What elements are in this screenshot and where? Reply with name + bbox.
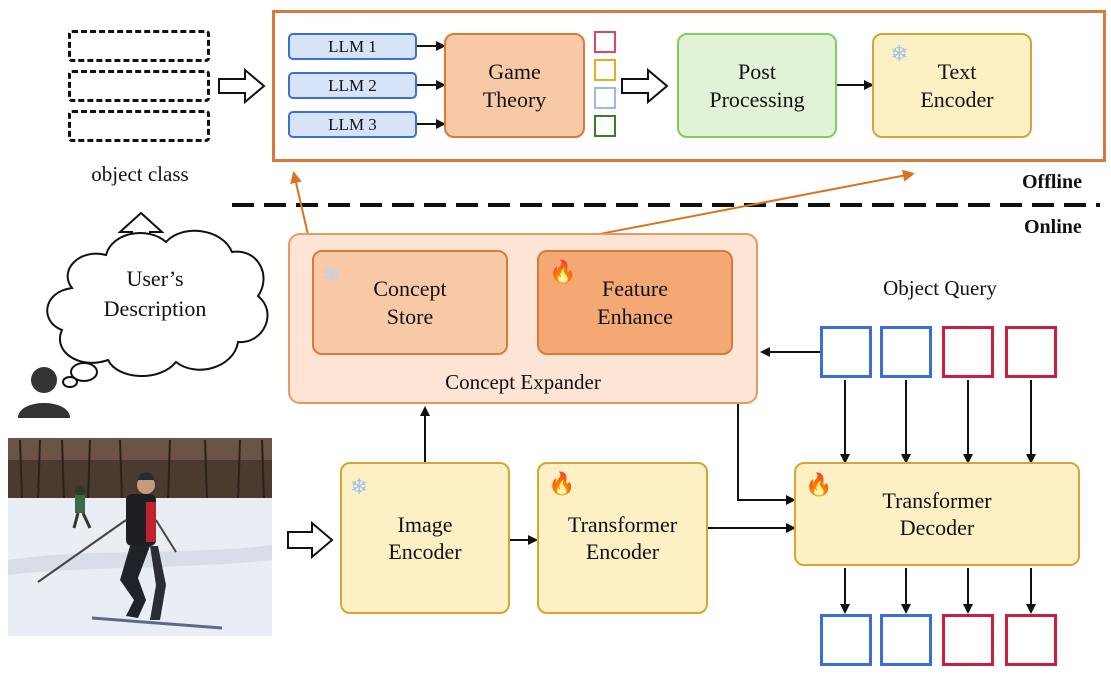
fire-icon: 🔥 xyxy=(548,471,576,496)
object-class-slot-3 xyxy=(68,110,210,142)
arrow-expander-to-decoder xyxy=(737,404,796,505)
hollow-arrow-game-post xyxy=(621,67,669,105)
transformer-decoder-box: Transformer Decoder xyxy=(794,462,1080,566)
thought-bubble-small xyxy=(62,376,78,388)
offline-label: Offline xyxy=(1022,171,1082,193)
object-query-red-2 xyxy=(1005,326,1057,378)
candidate-square-green xyxy=(594,115,616,137)
thought-cloud xyxy=(46,229,269,377)
online-label: Online xyxy=(1024,216,1082,238)
offline-pipeline-frame xyxy=(272,10,1106,162)
text-encoder-box: Text Encoder xyxy=(872,33,1032,138)
concept-expander-label: Concept Expander xyxy=(445,370,601,394)
llm-2-box: LLM 2 xyxy=(288,72,417,99)
concept-store-box: Concept Store xyxy=(312,250,508,355)
game-theory-box: Game Theory xyxy=(444,33,585,138)
fire-icon: 🔥 xyxy=(549,259,577,284)
feature-enhance-box: Feature Enhance xyxy=(537,250,733,355)
object-class-label: object class xyxy=(91,162,189,186)
llm-1-box: LLM 1 xyxy=(288,33,417,60)
object-class-slot-2 xyxy=(68,70,210,102)
output-query-red-1 xyxy=(942,614,994,666)
hollow-arrow-image-encoder xyxy=(287,520,334,560)
object-class-slot-1 xyxy=(68,30,210,62)
output-query-blue-1 xyxy=(820,614,872,666)
snowflake-icon: ❄ xyxy=(890,41,909,66)
skier-image xyxy=(8,438,272,636)
post-processing-box: Post Processing xyxy=(677,33,837,138)
snowflake-icon: ❄ xyxy=(350,474,369,499)
transformer-encoder-box: Transformer Encoder xyxy=(537,462,708,614)
object-query-label: Object Query xyxy=(883,276,997,300)
hollow-arrow-user-offline xyxy=(218,67,266,105)
thought-bubble-medium xyxy=(70,362,98,382)
snowflake-icon: ❄ xyxy=(322,262,341,287)
users-description-label: User’s Description xyxy=(103,266,207,321)
object-query-blue-2 xyxy=(880,326,932,378)
object-query-blue-1 xyxy=(820,326,872,378)
image-encoder-box: Image Encoder xyxy=(340,462,510,614)
candidate-square-yellow xyxy=(594,59,616,81)
person-icon xyxy=(18,367,70,418)
candidate-square-lightblue xyxy=(594,87,616,109)
llm-3-box: LLM 3 xyxy=(288,111,417,138)
output-query-red-2 xyxy=(1005,614,1057,666)
output-query-blue-2 xyxy=(880,614,932,666)
fire-icon: 🔥 xyxy=(805,472,833,497)
object-query-red-1 xyxy=(942,326,994,378)
candidate-square-red xyxy=(594,31,616,53)
